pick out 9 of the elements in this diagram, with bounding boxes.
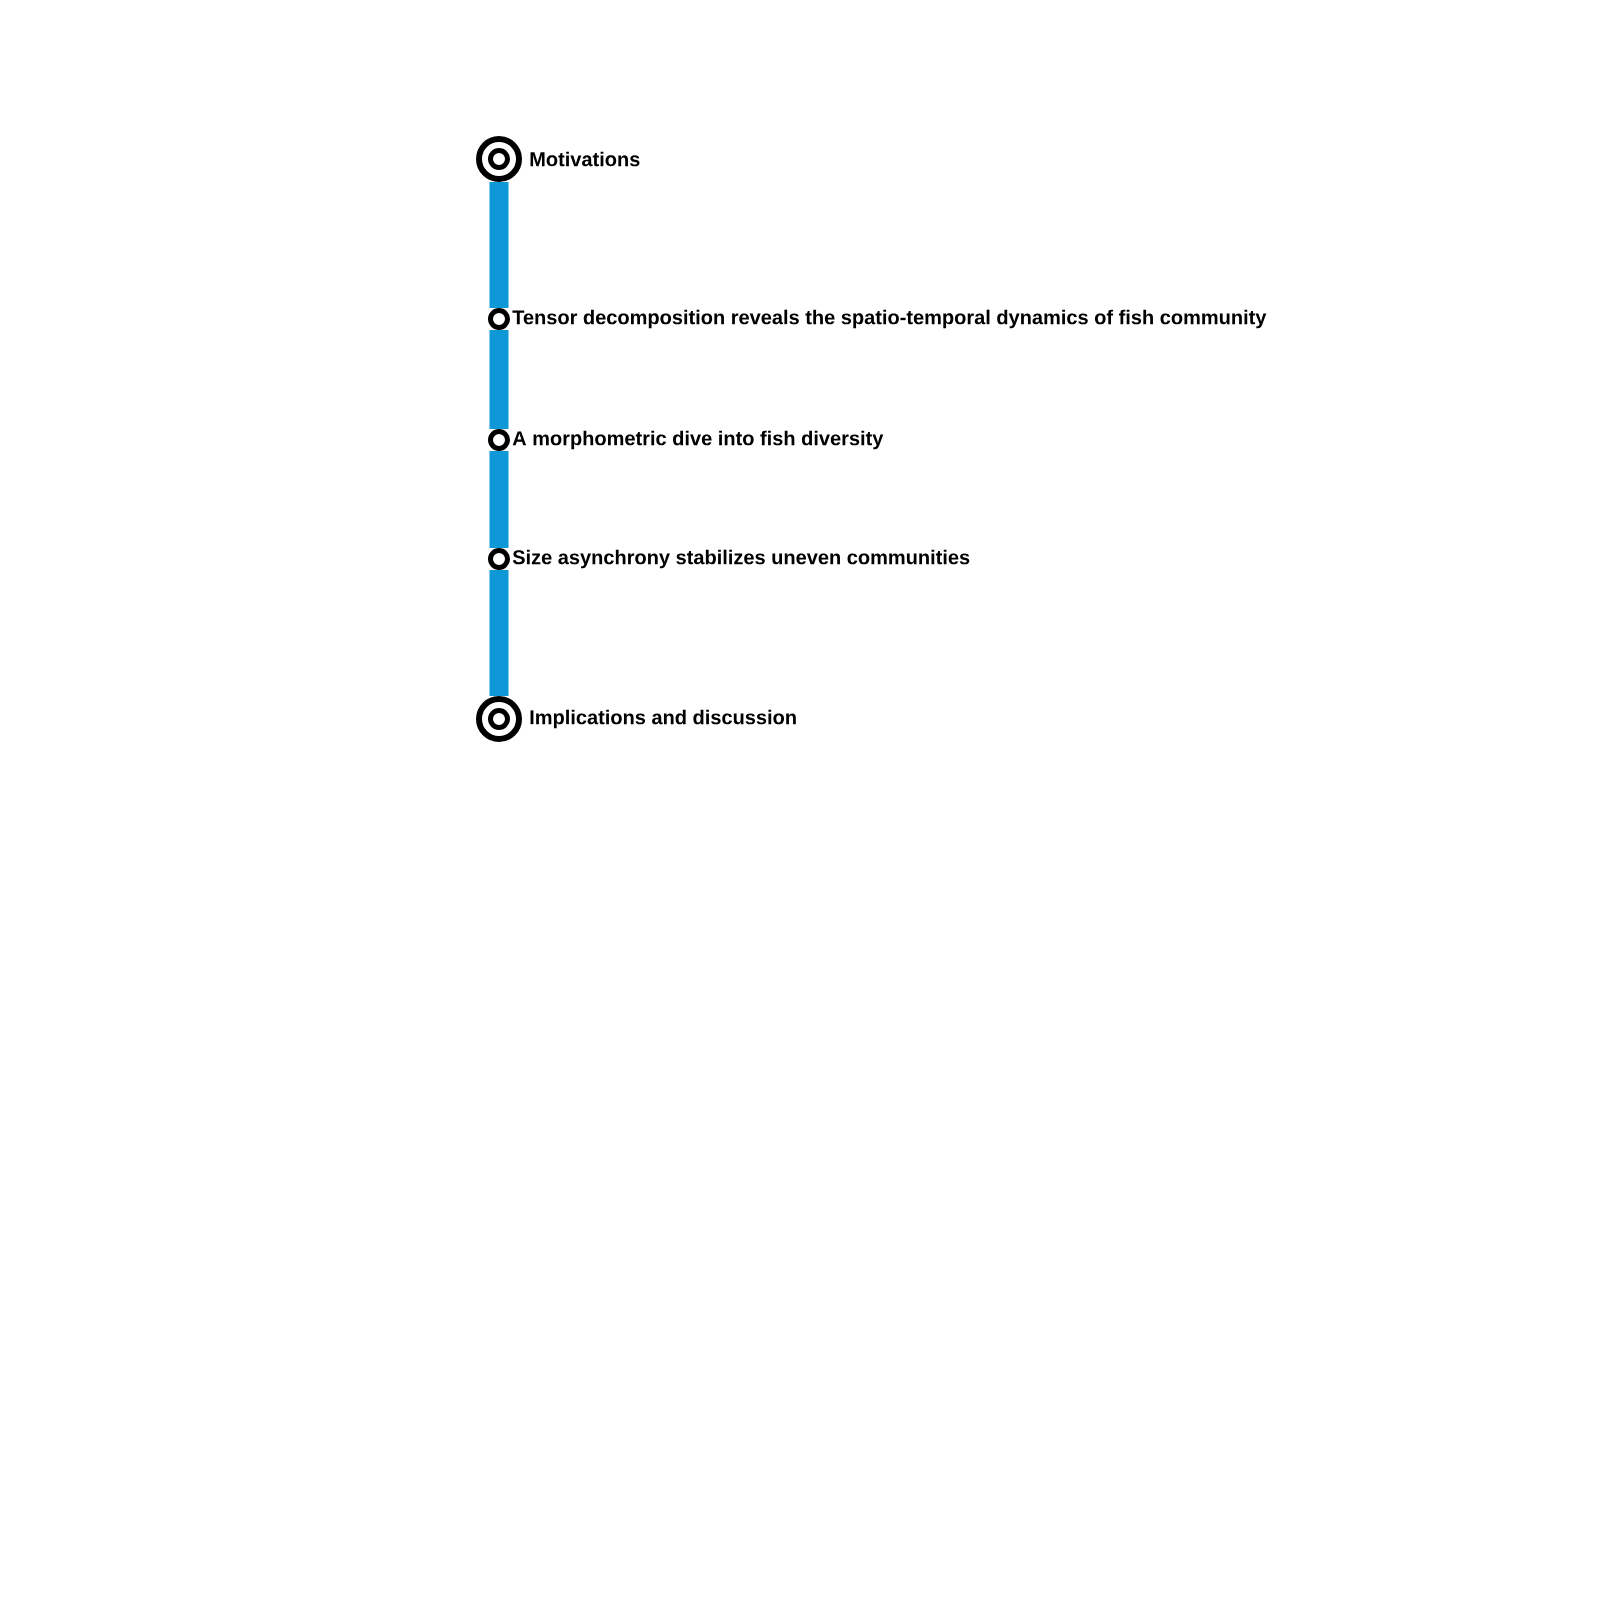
station-label: A morphometric dive into fish diversity <box>512 430 884 450</box>
line-segment <box>489 330 509 429</box>
station-label: Tensor decomposition reveals the spatio-temporal dynamics of fish community <box>512 309 1267 329</box>
station-label: Size asynchrony stabilizes uneven communities <box>512 549 970 569</box>
station-label: Motivations <box>530 151 640 167</box>
line-segment <box>489 570 509 696</box>
line-segment <box>489 182 509 308</box>
station-label: Implications and discussion <box>530 709 796 729</box>
line-segment <box>489 451 509 548</box>
